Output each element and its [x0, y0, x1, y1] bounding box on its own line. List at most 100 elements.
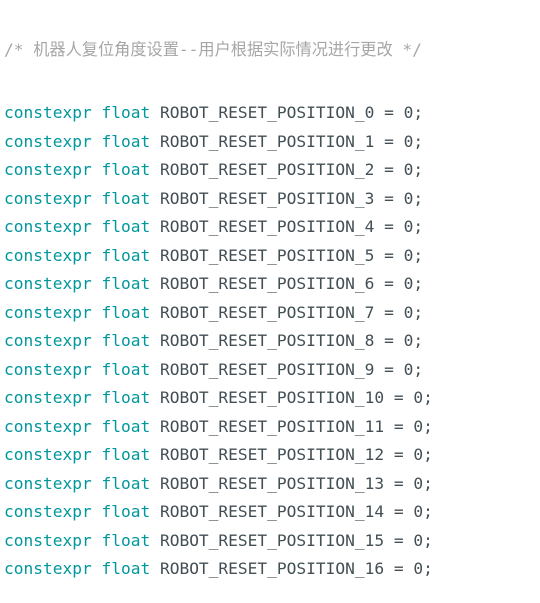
code-space [374, 242, 384, 271]
code-operator: = [393, 416, 404, 436]
code-space [150, 128, 160, 157]
code-line: constexpr float ROBOT_RESET_POSITION_8 =… [4, 327, 540, 356]
code-space [150, 270, 160, 299]
code-semicolon: ; [423, 559, 433, 578]
code-space [92, 356, 102, 385]
code-space [374, 128, 384, 157]
code-keyword: constexpr [4, 217, 92, 236]
code-line: constexpr float ROBOT_RESET_POSITION_1 =… [4, 128, 540, 157]
code-keyword: constexpr [4, 530, 92, 550]
code-space [384, 527, 394, 556]
code-type: float [101, 388, 151, 407]
code-operator: = [384, 359, 394, 379]
code-line: constexpr float ROBOT_RESET_POSITION_7 =… [4, 299, 540, 328]
code-operator: = [393, 388, 404, 407]
code-keyword: constexpr [4, 331, 92, 350]
code-semicolon: ; [413, 188, 424, 208]
code-space [92, 242, 102, 271]
code-space [92, 555, 102, 584]
code-number: 0 [403, 302, 414, 322]
code-space [374, 270, 384, 299]
code-space [92, 413, 102, 442]
code-space [150, 213, 160, 242]
code-space [92, 299, 102, 328]
code-number: 0 [403, 245, 414, 265]
code-space [150, 527, 160, 556]
code-space [150, 413, 160, 442]
code-type: float [101, 502, 151, 521]
code-type: float [101, 103, 151, 122]
code-space [150, 327, 160, 356]
code-operator: = [393, 445, 404, 464]
code-space [92, 156, 102, 185]
code-line-comment: /* 机器人复位角度设置--用户根据实际情况进行更改 */ [4, 38, 540, 61]
code-space [92, 185, 102, 214]
code-operator: = [384, 103, 394, 122]
code-identifier: ROBOT_RESET_POSITION_4 [159, 217, 375, 236]
code-keyword: constexpr [4, 359, 92, 379]
code-space [394, 99, 404, 128]
code-number: 0 [413, 473, 424, 493]
code-semicolon: ; [413, 160, 424, 179]
code-keyword: constexpr [4, 131, 92, 151]
code-space [384, 498, 394, 527]
code-number: 0 [413, 530, 424, 550]
code-semicolon: ; [423, 416, 433, 436]
code-type: float [101, 160, 151, 179]
code-keyword: constexpr [4, 445, 92, 464]
code-keyword: constexpr [4, 388, 92, 407]
code-space [374, 213, 384, 242]
code-identifier: ROBOT_RESET_POSITION_2 [159, 160, 375, 179]
code-identifier: ROBOT_RESET_POSITION_1 [159, 131, 375, 151]
code-keyword: constexpr [4, 274, 92, 293]
code-semicolon: ; [413, 245, 424, 265]
code-space [404, 498, 414, 527]
code-line: constexpr float ROBOT_RESET_POSITION_13 … [4, 470, 540, 499]
code-type: float [101, 245, 151, 265]
code-type: float [101, 473, 151, 493]
code-space [374, 299, 384, 328]
code-identifier: ROBOT_RESET_POSITION_10 [159, 388, 385, 407]
code-space [92, 270, 102, 299]
code-space [384, 470, 394, 499]
code-space [394, 270, 404, 299]
code-number: 0 [413, 502, 424, 521]
code-space [394, 356, 404, 385]
code-space [404, 413, 414, 442]
code-space [150, 441, 160, 470]
code-line: constexpr float ROBOT_RESET_POSITION_16 … [4, 555, 540, 584]
code-keyword: constexpr [4, 559, 92, 578]
code-lines: constexpr float ROBOT_RESET_POSITION_0 =… [4, 99, 540, 584]
code-operator: = [393, 502, 404, 521]
code-space [394, 156, 404, 185]
code-editor[interactable]: /* 机器人复位角度设置--用户根据实际情况进行更改 */ constexpr … [4, 0, 540, 603]
code-type: float [101, 530, 151, 550]
code-semicolon: ; [423, 388, 433, 407]
code-space [92, 470, 102, 499]
code-keyword: constexpr [4, 245, 92, 265]
code-number: 0 [403, 274, 414, 293]
code-identifier: ROBOT_RESET_POSITION_5 [159, 245, 375, 265]
code-space [92, 128, 102, 157]
code-line: constexpr float ROBOT_RESET_POSITION_3 =… [4, 185, 540, 214]
code-identifier: ROBOT_RESET_POSITION_12 [159, 445, 385, 464]
code-type: float [101, 445, 151, 464]
code-identifier: ROBOT_RESET_POSITION_7 [159, 302, 375, 322]
code-number: 0 [403, 160, 414, 179]
code-type: float [101, 416, 151, 436]
code-type: float [101, 131, 151, 151]
code-space [150, 299, 160, 328]
code-space [92, 213, 102, 242]
code-number: 0 [403, 103, 414, 122]
code-keyword: constexpr [4, 416, 92, 436]
code-space [394, 327, 404, 356]
code-space [384, 441, 394, 470]
code-keyword: constexpr [4, 160, 92, 179]
code-space [374, 185, 384, 214]
code-operator: = [393, 559, 404, 578]
code-operator: = [393, 530, 404, 550]
code-type: float [101, 188, 151, 208]
code-space [394, 299, 404, 328]
code-space [404, 384, 414, 413]
code-identifier: ROBOT_RESET_POSITION_3 [159, 188, 375, 208]
